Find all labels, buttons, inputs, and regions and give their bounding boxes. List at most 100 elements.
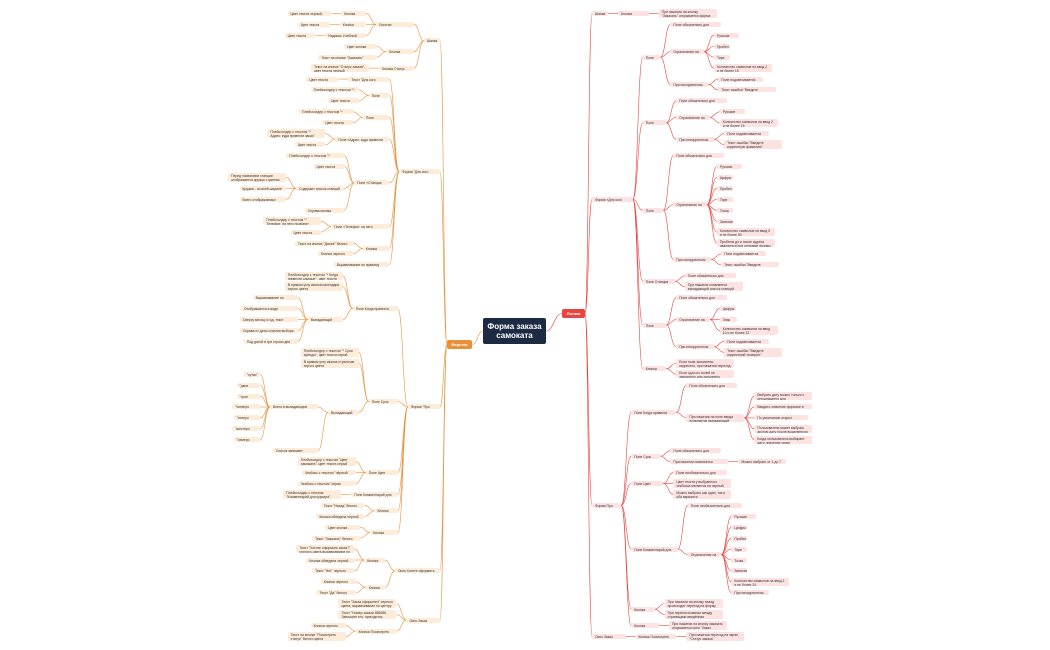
subtopic-left[interactable]: Поле «Имя» (368, 92, 390, 98)
subtopic-left[interactable]: Цвет текста серый (313, 164, 345, 169)
subtopic-left[interactable]: Текст "Заказать" белого цвета (312, 535, 361, 541)
subtopic-left[interactable]: "сутки" (243, 371, 260, 377)
subtopic-right[interactable]: Пробелы до и после адреса удаляются при … (716, 238, 775, 248)
subtopic-right[interactable]: Цифры (731, 524, 748, 530)
subtopic-right[interactable]: Точка (731, 557, 748, 563)
subtopic-right[interactable]: Русские буквы (713, 32, 739, 38)
subtopic-right[interactable]: Точка (716, 207, 733, 213)
subtopic-left[interactable]: В правом углу иконка стрелочки серого цв… (300, 359, 359, 368)
subtopic-right[interactable]: Текст ошибки "Введите корректный адрес" (721, 262, 780, 268)
subtopic-left[interactable]: Плейсхолдер с текстом "Комментарий для к… (283, 490, 342, 499)
subtopic-right[interactable]: Пробел (731, 535, 748, 541)
subtopic-right[interactable]: Количество символов на ввод 1 и не более… (731, 577, 790, 587)
subtopic-right[interactable]: Ограничение на ввод (676, 317, 710, 323)
subtopic-left[interactable]: Кнопка Статус заказа (379, 65, 414, 71)
subtopic-left[interactable]: Кнопка Посмотреть статус (355, 628, 397, 634)
subtopic-right[interactable]: Поле Фамилия (642, 120, 667, 126)
subtopic-right[interactable]: При некорректном вводе (731, 590, 770, 596)
topic-left[interactable]: Окно Хотите оформить заказ? (394, 568, 440, 574)
branch-layout[interactable]: Верстка (447, 340, 472, 349)
subtopic-left[interactable]: Текст "Для кого самокат" (348, 76, 390, 82)
subtopic-left[interactable]: Кнопка Самокат (339, 21, 367, 27)
subtopic-left[interactable]: Поле Комментарий для курьера (351, 491, 398, 497)
subtopic-right[interactable]: Поле Телефон (642, 322, 667, 328)
subtopic-left[interactable]: Кружки - по всей ширине поля (239, 185, 287, 191)
subtopic-right[interactable]: Тире (713, 54, 730, 60)
subtopic-right[interactable]: Знак "+" (719, 317, 738, 323)
subtopic-left[interactable]: Кнопка Заказать (386, 49, 414, 55)
subtopic-right[interactable]: Кнопка Посмотреть статус (635, 634, 677, 640)
subtopic-left[interactable]: Выпадающий список (328, 409, 359, 415)
subtopic-left[interactable]: Содержит список станций метро (296, 185, 345, 191)
subtopic-left[interactable]: Всего отображаемых строк - 3 (239, 196, 287, 202)
subtopic-left[interactable]: Плейсхолдер с текстом "* Фамилия" (299, 109, 353, 115)
subtopic-left[interactable]: Поле «Фамилия» (362, 114, 390, 120)
subtopic-right[interactable]: Тире (716, 196, 733, 202)
subtopic-right[interactable]: При перелистывании между страницами введ… (664, 610, 723, 619)
subtopic-left[interactable]: Плейсхолдер с текстом "Цвет самоката", ц… (297, 457, 356, 466)
subtopic-left[interactable]: Перед названием станции отображается кру… (228, 173, 287, 182)
subtopic-left[interactable]: Под датой в три строки дни недели (243, 338, 298, 344)
subtopic-right[interactable]: Поле обязательно для заполнения (670, 448, 722, 454)
subtopic-right[interactable]: Количество символов на ввод 2 и не более… (713, 63, 772, 73)
subtopic-left[interactable]: Текст "Хотите оформить заказ?" черного ц… (296, 544, 355, 554)
subtopic-left[interactable]: Кнопка Нет (364, 557, 385, 563)
subtopic-right[interactable]: При некорректном вводе (676, 136, 715, 142)
subtopic-left[interactable]: В правом углу иконка календаря серого цв… (284, 282, 343, 291)
subtopic-right[interactable]: Поле подсвечивается красным (724, 131, 770, 137)
subtopic-left[interactable]: Цвет текста черный (306, 76, 339, 82)
subtopic-right[interactable]: Русские буквы (719, 109, 745, 115)
topic-right[interactable]: Форма «Для кого самокат» (592, 196, 633, 202)
subtopic-left[interactable]: Выравнивание по левому краю (252, 295, 298, 301)
subtopic-left[interactable]: Список занимает ширину поля (272, 448, 319, 454)
subtopic-left[interactable]: Поле Срок аренды (368, 399, 398, 405)
subtopic-right[interactable]: Если одно из полей не заполнено или запо… (676, 369, 735, 379)
topic-left[interactable]: Окно Заказ оформлен (406, 617, 440, 623)
subtopic-right[interactable]: Цвет текста у выбранного чекбокса меняет… (673, 479, 732, 488)
subtopic-right[interactable]: Запятая (731, 568, 748, 574)
subtopic-right[interactable]: Русские буквы (716, 164, 742, 169)
subtopic-right[interactable]: Ограничение на ввод (676, 114, 710, 120)
subtopic-right[interactable]: Цифры (719, 306, 736, 312)
subtopic-right[interactable]: Поле Комментарий для курьера (631, 546, 678, 552)
subtopic-left[interactable]: Кнопка Да (365, 584, 385, 590)
subtopic-left[interactable]: Цвет текста серый (294, 142, 326, 148)
subtopic-right[interactable]: Когда пользователь выбирает дату, значен… (754, 435, 813, 445)
subtopic-right[interactable]: Поле обязательно для заполнения (684, 273, 736, 279)
subtopic-right[interactable]: При нажатии на кнопку "Заказать" открыва… (658, 9, 717, 18)
topic-right[interactable]: Окно Заказ оформлен (592, 634, 626, 640)
subtopic-right[interactable]: Поле обязательно для заполнения (676, 98, 728, 104)
subtopic-left[interactable]: Поле «Телефон: на него позвонит курьер» (331, 224, 390, 230)
subtopic-left[interactable]: Текст "Нет" черного цвета (312, 568, 355, 574)
subtopic-right[interactable]: Поле обязательно для заполнения (673, 153, 725, 159)
subtopic-right[interactable]: Ограничение на ввод (687, 552, 722, 558)
subtopic-left[interactable]: Текст на кнопке "Заказать" белого цвета (318, 54, 377, 60)
subtopic-left[interactable]: "семеро суток" (233, 437, 260, 443)
subtopic-left[interactable]: Отображается в виде привычной сетки (241, 306, 298, 312)
subtopic-left[interactable]: "трое суток" (236, 393, 260, 399)
central-topic[interactable]: Форма заказа самоката (483, 318, 546, 344)
subtopic-left[interactable]: Плейсхолдер с текстом "* Срок аренды", ц… (300, 348, 359, 357)
subtopic-left[interactable]: "пятеро суток" (233, 415, 260, 421)
subtopic-left[interactable]: Чекбокс с текстом "серая безысходность" (297, 481, 356, 486)
subtopic-right[interactable]: Цифры (716, 174, 733, 180)
subtopic-right[interactable]: Запятая (716, 218, 733, 224)
subtopic-left[interactable]: Текст на кнопке "Посмотреть статус" бело… (287, 632, 346, 641)
subtopic-left[interactable]: Плейсхолдер с текстом "* Станция метро" (286, 153, 345, 159)
subtopic-left[interactable]: Цвет текста серый (290, 229, 322, 235)
subtopic-right[interactable]: Поле Когда привезти самокат (631, 409, 677, 415)
subtopic-left[interactable]: Цвет текста серый (284, 32, 316, 38)
topic-left[interactable]: Форма "Про аренду" (407, 404, 440, 410)
subtopic-right[interactable]: Поле обязательно для заполнения (670, 21, 722, 27)
subtopic-left[interactable]: Текст "Назад" белого цвета (320, 502, 365, 508)
subtopic-left[interactable]: Цвет текста черный (297, 21, 330, 27)
subtopic-right[interactable]: Выбрать дату можно только с сегодняшнего… (754, 391, 813, 401)
subtopic-left[interactable]: Поле Цвет самоката (365, 470, 398, 476)
subtopic-right[interactable]: Поле необязательно для заполнения (673, 470, 728, 476)
subtopic-left[interactable]: Цвет кнопки черный (344, 43, 377, 49)
subtopic-right[interactable]: Кнопка Далее (642, 366, 667, 372)
subtopic-left[interactable]: Всего в выпадающем списке - 7 (270, 404, 319, 410)
subtopic-left[interactable]: Цвет кнопки - черный (325, 524, 361, 530)
subtopic-left[interactable]: Кнопка Заказать (370, 530, 398, 536)
subtopic-right[interactable]: По умолчанию открыт текущий месяц (754, 415, 809, 421)
